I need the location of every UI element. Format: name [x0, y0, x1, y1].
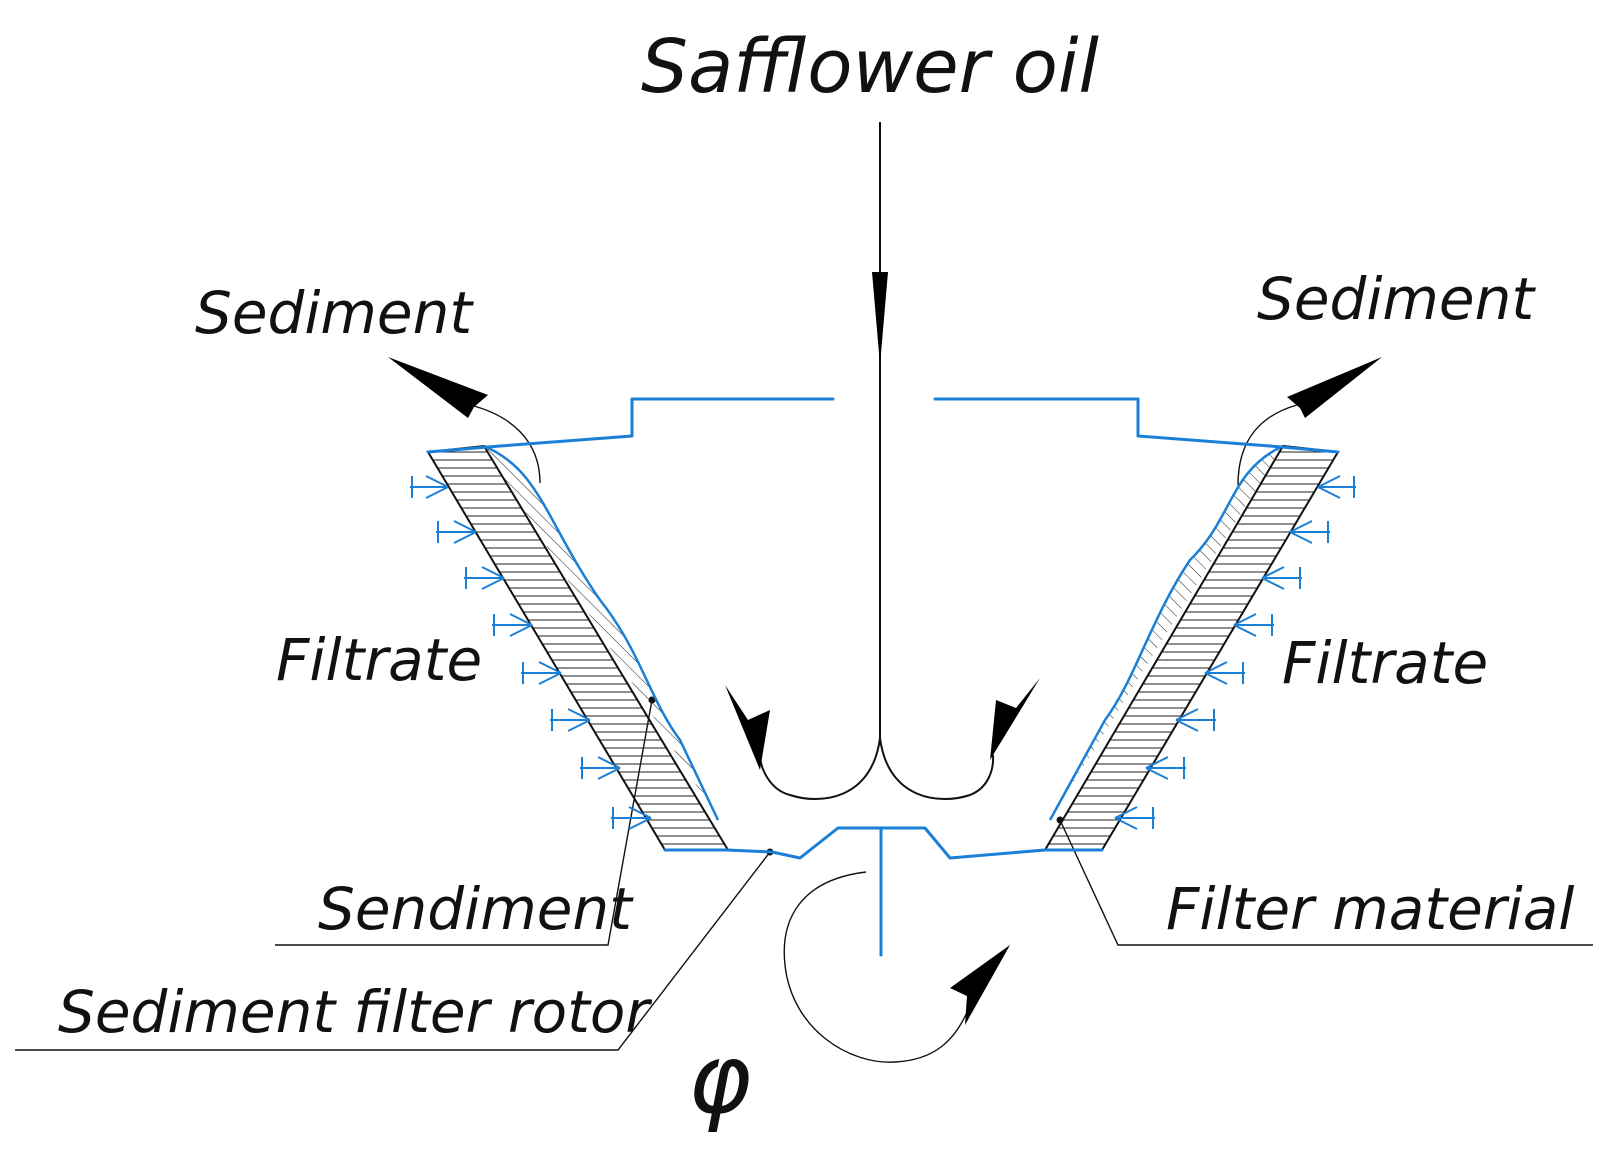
filtrate-arrows-right — [1114, 475, 1356, 830]
sediment-right-arrow-head — [1287, 357, 1382, 418]
filter-material-label: Filter material — [1166, 875, 1574, 943]
sediment-left-curve — [469, 404, 541, 484]
filtrate-arrows-left — [410, 475, 652, 830]
left-filter-wall — [426, 444, 730, 852]
flow-left-arrow-head — [725, 685, 770, 770]
sediment-right-label: Sediment — [1257, 265, 1536, 333]
rotor-body — [498, 397, 1272, 957]
rotation-arrow-arc — [783, 871, 969, 1063]
rotation-arrow-head — [950, 945, 1010, 1025]
inlet-label: Safflower oil — [641, 24, 1099, 110]
flow-split-left — [759, 737, 881, 801]
flow-split-right — [879, 737, 995, 801]
rotor-label: Sediment filter rotor — [58, 978, 652, 1046]
filtrate-left-label: Filtrate — [276, 626, 482, 694]
inlet-arrow-head — [872, 272, 888, 365]
sediment-right-curve — [1237, 404, 1298, 486]
filtrate-right-label: Filtrate — [1282, 629, 1488, 697]
sediment-left-arrow-head — [388, 357, 488, 418]
sediment-left-label: Sediment — [195, 279, 474, 347]
rotation-symbol: φ — [688, 1023, 751, 1135]
flow-right-arrow-head — [990, 678, 1040, 760]
rotor-leader — [15, 851, 771, 1051]
filter-material-leader — [1059, 819, 1593, 946]
sendiment-label: Sendiment — [318, 875, 634, 943]
